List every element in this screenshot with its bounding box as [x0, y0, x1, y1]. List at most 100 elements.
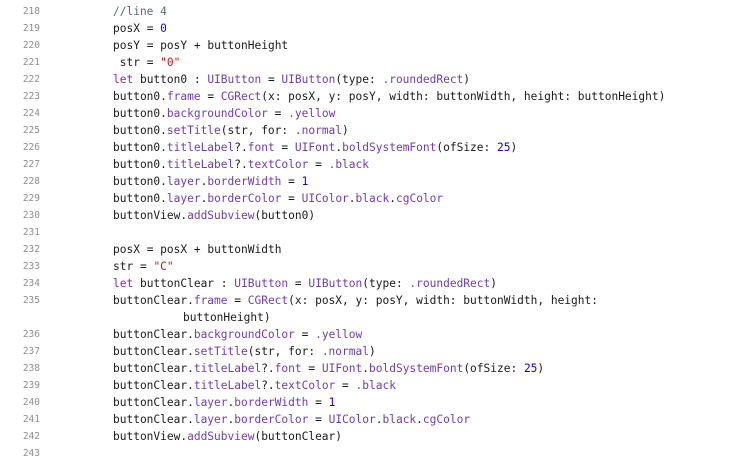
code-line[interactable]: 218//line 4 — [0, 3, 736, 20]
code-token-prop: borderColor — [234, 413, 309, 426]
code-token-prop: black — [355, 192, 390, 205]
code-text: button0.titleLabel?.font = UIFont.boldSy… — [40, 139, 736, 156]
code-token-plain: posY — [113, 39, 140, 52]
line-number: 239 — [22, 380, 40, 391]
line-number: 219 — [22, 23, 40, 34]
code-line[interactable]: 221 str = "0" — [0, 54, 736, 71]
code-token-plain: ?. — [234, 158, 248, 171]
code-token-prop: cgColor — [395, 192, 444, 205]
code-text: str = "0" — [40, 54, 736, 71]
code-token-plain: (ofSize: — [436, 141, 497, 154]
code-token-plain: str — [113, 260, 134, 273]
code-line[interactable]: 243 — [0, 445, 736, 457]
line-number: 240 — [22, 397, 40, 408]
code-token-enum: .black — [355, 379, 396, 392]
line-number: 230 — [22, 210, 40, 221]
code-token-plain: ?. — [261, 379, 275, 392]
code-token-plain: ) — [490, 277, 497, 290]
code-token-type: CGRect — [247, 294, 289, 307]
code-token-type: UIFont — [321, 362, 363, 375]
code-token-op: = — [261, 73, 282, 86]
code-line[interactable]: buttonHeight) — [0, 309, 736, 326]
code-token-prop: titleLabel — [193, 362, 262, 375]
code-token-plain: buttonClear. — [113, 328, 194, 341]
code-token-plain: button0. — [113, 175, 167, 188]
code-token-plain: . — [200, 192, 208, 205]
code-token-prop: frame — [193, 294, 228, 307]
code-text: buttonClear.frame = CGRect(x: posX, y: p… — [40, 292, 736, 309]
code-text: buttonHeight) — [40, 309, 736, 326]
line-number: 243 — [22, 448, 40, 457]
code-token-op: = — [274, 141, 295, 154]
code-token-plain: . — [335, 141, 343, 154]
code-token-prop: frame — [166, 90, 201, 103]
code-token-plain: ?. — [234, 141, 248, 154]
line-number: 233 — [22, 261, 40, 272]
code-token-prop: titleLabel — [166, 141, 235, 154]
code-token-plain: buttonClear. — [113, 362, 194, 375]
code-token-plain: . — [227, 396, 235, 409]
code-token-prop: borderWidth — [234, 396, 309, 409]
code-token-enum: .normal — [321, 345, 369, 358]
code-token-func: addSubview — [187, 209, 255, 222]
code-token-op: = — [308, 158, 329, 171]
line-number: 220 — [22, 40, 40, 51]
code-token-plain: button0. — [113, 192, 167, 205]
code-token-func: setTitle — [166, 124, 221, 137]
line-number: 221 — [22, 57, 40, 68]
code-text: //line 4 — [40, 3, 736, 20]
code-token-comment: //line 4 — [113, 5, 167, 18]
code-token-plain: . — [348, 192, 356, 205]
code-token-plain: ) — [537, 362, 545, 375]
code-token-op: = — [200, 90, 221, 103]
code-token-prop: titleLabel — [166, 158, 235, 171]
line-number: 223 — [22, 91, 40, 102]
code-token-enum: .normal — [294, 124, 343, 137]
code-text: button0.titleLabel?.textColor = .black — [40, 156, 736, 173]
code-token-plain: . — [375, 413, 383, 426]
code-token-op: = — [288, 277, 309, 290]
code-token-plain: buttonClear. — [113, 379, 194, 392]
code-token-plain: . — [200, 175, 208, 188]
line-number: 235 — [22, 295, 40, 306]
code-token-number: 1 — [328, 396, 336, 409]
code-token-op: = — [294, 328, 316, 341]
code-token-prop: textColor — [274, 379, 336, 392]
code-text: button0.layer.borderWidth = 1 — [40, 173, 736, 190]
code-token-number: 25 — [497, 141, 511, 154]
code-token-number: 1 — [301, 175, 309, 188]
code-token-plain: posX — [113, 22, 140, 35]
code-token-op: = — [281, 192, 302, 205]
code-token-plain: ) — [368, 345, 376, 358]
code-token-plain: (button0) — [254, 209, 316, 222]
code-text: let buttonClear : UIButton = UIButton(ty… — [40, 275, 736, 292]
code-token-enum: .black — [328, 158, 369, 171]
code-token-plain: buttonClear. — [113, 413, 194, 426]
code-token-plain: buttonHeight — [207, 39, 289, 52]
code-token-keyword: let — [113, 73, 134, 86]
code-line[interactable]: 231 — [0, 224, 736, 241]
